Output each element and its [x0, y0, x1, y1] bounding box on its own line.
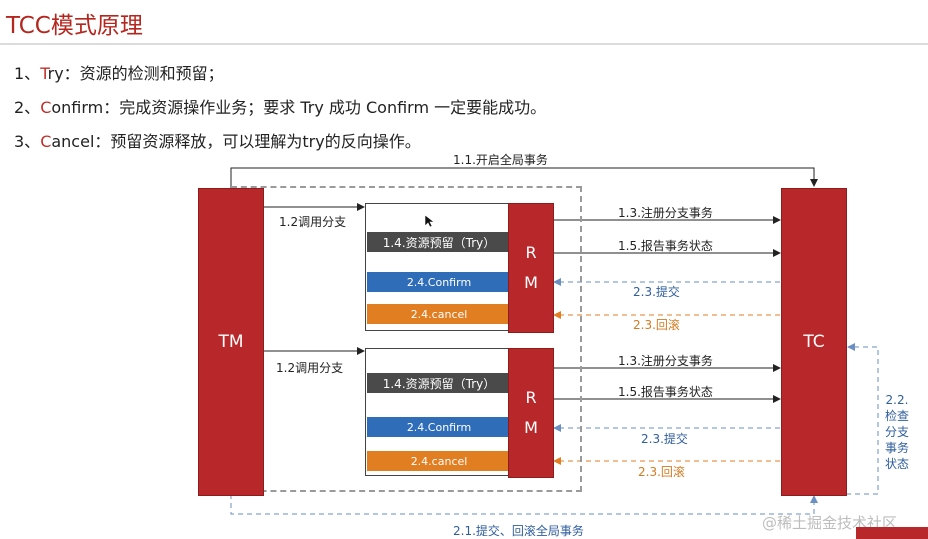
tm-label: TM [218, 332, 244, 352]
rm-label-2: R M [524, 388, 538, 437]
rollback-label-1: 2.3.回滚 [633, 318, 680, 332]
service-2: 1.4.资源预留（Try） 2.4.Confirm 2.4.cancel [365, 348, 513, 476]
report-label-2: 1.5.报告事务状态 [618, 385, 713, 399]
mouse-cursor-icon [424, 214, 434, 228]
tc-node: TC [781, 188, 847, 496]
commit-label-1: 2.3.提交 [633, 285, 680, 299]
point-text: ancel：预留资源释放，可以理解为try的反向操作。 [51, 132, 421, 151]
point-initial: T [40, 64, 48, 83]
call-branch-label-1: 1.2调用分支 [279, 215, 347, 229]
commit-label-2: 2.3.提交 [641, 432, 688, 446]
tc-label: TC [803, 332, 825, 352]
point-initial: C [40, 132, 52, 151]
check-status-label: 2.2.检查分支事务状态 [884, 393, 909, 471]
register-label-2: 1.3.注册分支事务 [618, 354, 713, 368]
confirm-bar-2: 2.4.Confirm [367, 417, 511, 437]
point-text: ry：资源的检测和预留； [47, 64, 224, 83]
point-2: 2、Confirm：完成资源操作业务；要求 Try 成功 Confirm 一定要… [14, 94, 546, 118]
confirm-bar-1: 2.4.Confirm [367, 272, 511, 292]
point-initial: C [40, 98, 52, 117]
call-branch-label-2: 1.2调用分支 [276, 361, 344, 375]
cancel-bar-2: 2.4.cancel [367, 451, 511, 471]
try-bar-2: 1.4.资源预留（Try） [367, 373, 511, 393]
open-global-arrow [230, 167, 818, 188]
rollback-label-2: 2.3.回滚 [638, 465, 685, 479]
point-number: 3、 [14, 132, 41, 151]
tm-node: TM [198, 188, 264, 496]
cancel-bar-1: 2.4.cancel [367, 304, 511, 324]
point-number: 2、 [14, 98, 41, 117]
open-global-label: 1.1.开启全局事务 [453, 153, 548, 167]
corner-decoration [856, 527, 928, 539]
point-number: 1、 [14, 64, 41, 83]
rm-node-2: R M [508, 348, 554, 478]
commit-global-arrow [230, 494, 818, 515]
point-3: 3、Cancel：预留资源释放，可以理解为try的反向操作。 [14, 128, 421, 152]
check-status-arrow [846, 343, 879, 495]
register-label-1: 1.3.注册分支事务 [618, 206, 713, 220]
rm-label-1: R M [524, 243, 538, 292]
report-label-1: 1.5.报告事务状态 [618, 239, 713, 253]
service-1: 1.4.资源预留（Try） 2.4.Confirm 2.4.cancel [365, 203, 513, 331]
title-divider [0, 43, 928, 45]
rm-node-1: R M [508, 203, 554, 333]
point-text: onfirm：完成资源操作业务；要求 Try 成功 Confirm 一定要能成功… [51, 98, 547, 117]
try-bar-1: 1.4.资源预留（Try） [367, 232, 511, 252]
point-1: 1、Try：资源的检测和预留； [14, 60, 224, 84]
page-title: TCC模式原理 [6, 13, 143, 39]
commit-global-label: 2.1.提交、回滚全局事务 [453, 524, 584, 538]
